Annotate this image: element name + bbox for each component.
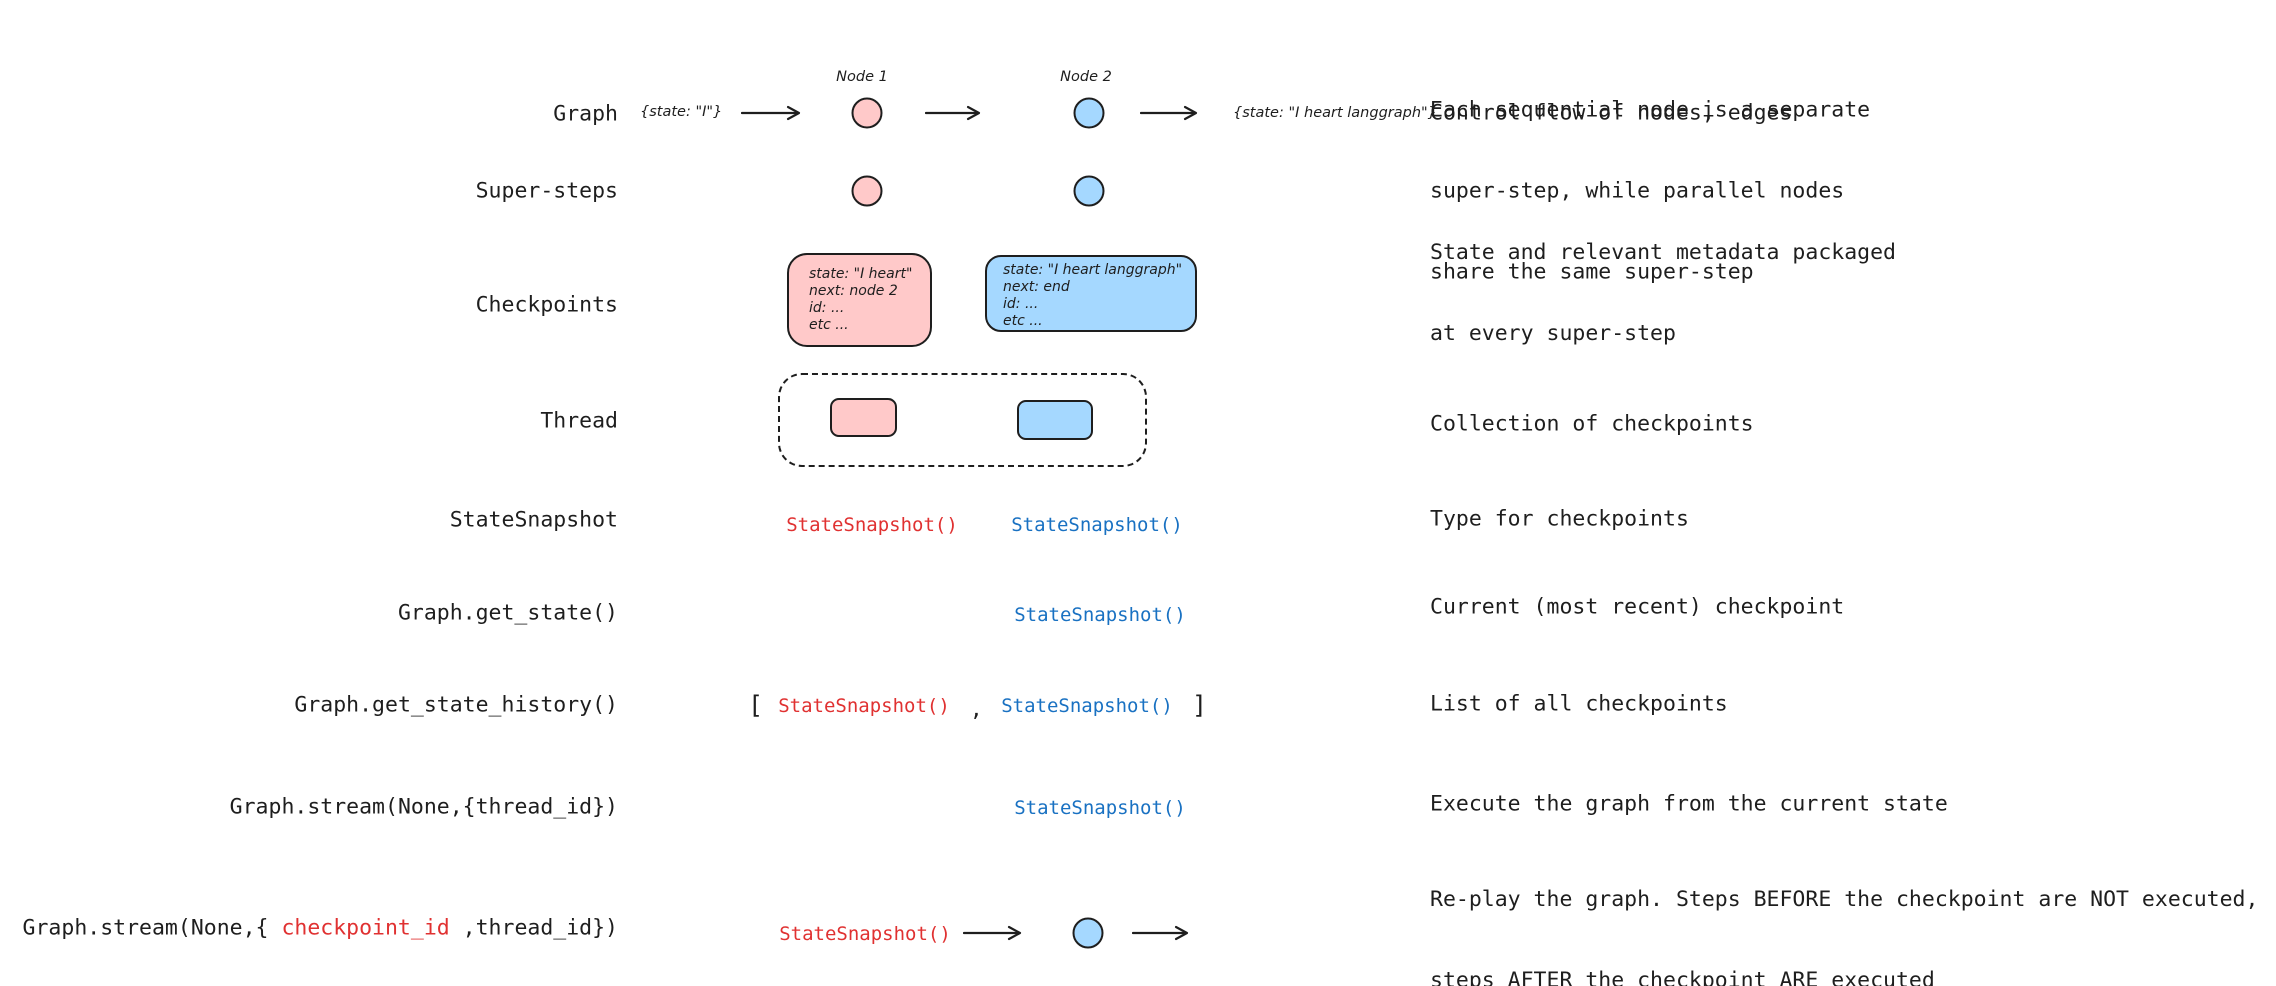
thread-dashed-box — [778, 373, 1147, 467]
node2-circle — [1073, 97, 1105, 129]
checkpoints-description: State and relevant metadata packaged at … — [1430, 185, 1896, 401]
checkpoint-line: next: node 2 — [809, 283, 898, 299]
arrow-icon — [963, 925, 1022, 941]
state-snapshot-description: Type for checkpoints — [1430, 506, 1689, 532]
open-bracket: [ — [748, 690, 764, 720]
row-label-get-state: Graph.get_state() — [397, 600, 618, 626]
row-label-state-snapshot: StateSnapshot — [449, 507, 618, 533]
graph-description: Control flow of nodes, edges — [1430, 100, 1793, 126]
description-line: Re-play the graph. Steps BEFORE the chec… — [1430, 887, 2259, 912]
checkpoint-line: id: ... — [1003, 296, 1039, 312]
thread-description: Collection of checkpoints — [1430, 411, 1754, 437]
super-steps-description: Each sequential node is a separate super… — [1430, 43, 1870, 340]
row-label-thread: Thread — [540, 408, 618, 434]
description-line: share the same super-step — [1430, 259, 1754, 285]
checkpoint-id-highlight: checkpoint_id — [281, 915, 450, 941]
checkpoint-line: state: "I heart" — [809, 266, 913, 282]
arrow-icon — [925, 105, 981, 121]
graph-output-state-annotation: {state: "I heart langgraph"} — [1233, 105, 1437, 121]
stream-checkpoint-description: Re-play the graph. Steps BEFORE the chec… — [1430, 832, 2258, 986]
checkpoint-line: state: "I heart langgraph" — [1003, 262, 1183, 278]
checkpoint-line: id: ... — [809, 300, 845, 316]
description-line: steps AFTER the checkpoint ARE executed — [1430, 968, 1935, 986]
row-label-checkpoints: Checkpoints — [475, 292, 618, 318]
red-state-snapshot: StateSnapshot() — [786, 514, 958, 536]
node2-label: Node 2 — [1060, 69, 1112, 85]
thread-pink-checkpoint — [830, 398, 897, 437]
description-line: Each sequential node is a separate — [1430, 97, 1871, 123]
row-label-super-steps: Super-steps — [475, 178, 618, 204]
row-label-stream-checkpoint: Graph.stream(None,{ checkpoint_id ,threa… — [0, 891, 618, 966]
thread-blue-checkpoint — [1017, 400, 1093, 440]
node1-circle — [851, 97, 883, 129]
graph-input-state-annotation: {state: "I"} — [640, 104, 723, 120]
super-step-pink-circle — [851, 175, 883, 207]
blue-state-snapshot: StateSnapshot() — [1011, 514, 1183, 536]
row-label-stream-thread: Graph.stream(None,{thread_id}) — [229, 794, 618, 820]
blue-state-snapshot: StateSnapshot() — [1001, 695, 1173, 717]
description-line: super-step, while parallel nodes — [1430, 178, 1845, 204]
row-label-get-state-history: Graph.get_state_history() — [294, 692, 618, 718]
label-suffix: ,thread_id}) — [449, 915, 618, 941]
arrow-icon — [741, 105, 801, 121]
checkpoint-line: etc ... — [1003, 313, 1043, 329]
arrow-icon — [1132, 925, 1189, 941]
red-state-snapshot: StateSnapshot() — [778, 695, 950, 717]
description-line: at every super-step — [1430, 321, 1676, 346]
blue-state-snapshot: StateSnapshot() — [1014, 604, 1186, 626]
red-state-snapshot: StateSnapshot() — [779, 923, 951, 945]
label-prefix: Graph.stream(None,{ — [22, 915, 282, 941]
super-step-blue-circle — [1073, 175, 1105, 207]
pink-checkpoint-box: state: "I heart" next: node 2 id: ... et… — [787, 253, 932, 347]
stream-description: Execute the graph from the current state — [1430, 791, 1948, 817]
replay-node-circle — [1072, 917, 1104, 949]
blue-state-snapshot: StateSnapshot() — [1014, 797, 1186, 819]
get-state-history-description: List of all checkpoints — [1430, 691, 1728, 717]
close-bracket: ] — [1192, 690, 1208, 720]
node1-label: Node 1 — [836, 69, 888, 85]
separator-comma: , — [970, 697, 983, 721]
arrow-icon — [1140, 105, 1198, 121]
checkpoint-line: next: end — [1003, 279, 1070, 295]
blue-checkpoint-box: state: "I heart langgraph" next: end id:… — [985, 255, 1197, 332]
checkpoint-line: etc ... — [809, 317, 849, 333]
description-line: State and relevant metadata packaged — [1430, 240, 1896, 265]
get-state-description: Current (most recent) checkpoint — [1430, 594, 1845, 620]
row-label-graph: Graph — [553, 101, 618, 127]
